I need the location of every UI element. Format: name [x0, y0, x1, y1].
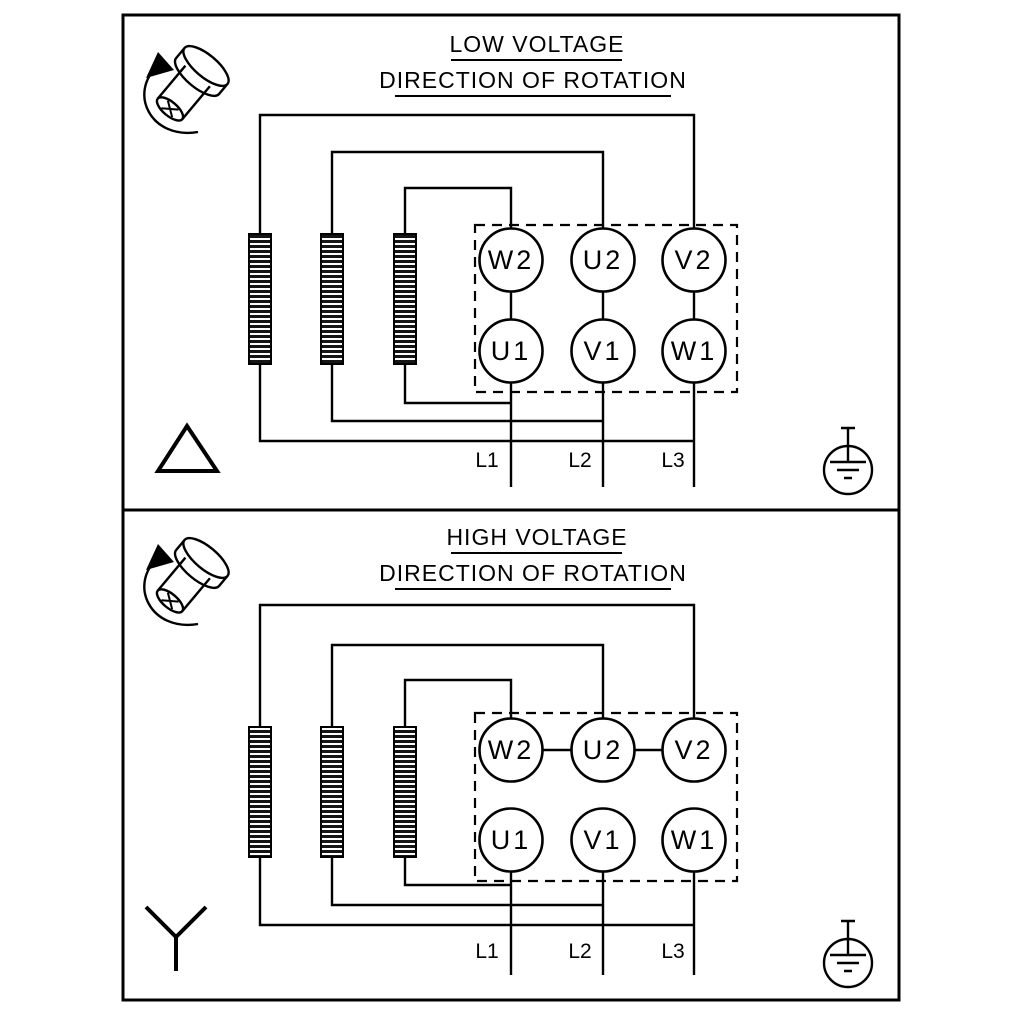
- terminal-v1: V1: [570, 318, 636, 384]
- svg-text:W2: W2: [488, 735, 535, 765]
- motor-winding-coil-1: [248, 726, 272, 858]
- panel-title: LOW VOLTAGE: [449, 31, 624, 57]
- terminal-w2: W2: [478, 227, 544, 293]
- terminal-u1: U1: [478, 807, 544, 873]
- line-label-l1: L1: [475, 449, 498, 472]
- terminal-box: [473, 223, 739, 394]
- svg-text:V2: V2: [674, 735, 713, 765]
- line-label-l3: L3: [661, 449, 684, 472]
- line-label-l2: L2: [568, 449, 591, 472]
- line-label-l3: L3: [661, 940, 684, 963]
- svg-text:V2: V2: [674, 245, 713, 275]
- terminal-v2: V2: [661, 227, 727, 293]
- motor-winding-coil-3: [393, 233, 417, 365]
- terminal-box: [473, 711, 739, 883]
- low-voltage-panel: LOW VOLTAGE DIRECTION OF ROTATION W2 U2 …: [142, 31, 874, 496]
- terminal-w1: W1: [661, 318, 727, 384]
- terminal-v2: V2: [661, 717, 727, 783]
- terminal-w1: W1: [661, 807, 727, 873]
- svg-text:V1: V1: [583, 336, 622, 366]
- panel-subtitle: DIRECTION OF ROTATION: [379, 67, 687, 93]
- svg-text:W1: W1: [671, 336, 718, 366]
- panel-title: HIGH VOLTAGE: [446, 524, 627, 550]
- motor-winding-coil-2: [320, 233, 344, 365]
- delta-connection-icon: [154, 422, 221, 473]
- motor-winding-coil-3: [393, 726, 417, 858]
- winding-wires: [258, 113, 696, 487]
- high-voltage-panel: HIGH VOLTAGE DIRECTION OF ROTATION W2 U2…: [142, 524, 874, 989]
- terminal-u2: U2: [570, 227, 636, 293]
- star-connection-icon: [144, 905, 208, 971]
- line-label-l1: L1: [475, 940, 498, 963]
- svg-text:V1: V1: [583, 825, 622, 855]
- motor-winding-coil-2: [320, 726, 344, 858]
- terminal-u1: U1: [478, 318, 544, 384]
- svg-text:U1: U1: [491, 825, 532, 855]
- panel-subtitle: DIRECTION OF ROTATION: [379, 560, 687, 586]
- svg-text:U1: U1: [491, 336, 532, 366]
- terminal-w2: W2: [478, 717, 544, 783]
- line-label-l2: L2: [568, 940, 591, 963]
- terminal-u2: U2: [570, 717, 636, 783]
- terminal-v1: V1: [570, 807, 636, 873]
- motor-winding-coil-1: [248, 233, 272, 365]
- svg-text:U2: U2: [583, 245, 624, 275]
- svg-text:U2: U2: [583, 735, 624, 765]
- svg-text:W1: W1: [671, 825, 718, 855]
- svg-text:W2: W2: [488, 245, 535, 275]
